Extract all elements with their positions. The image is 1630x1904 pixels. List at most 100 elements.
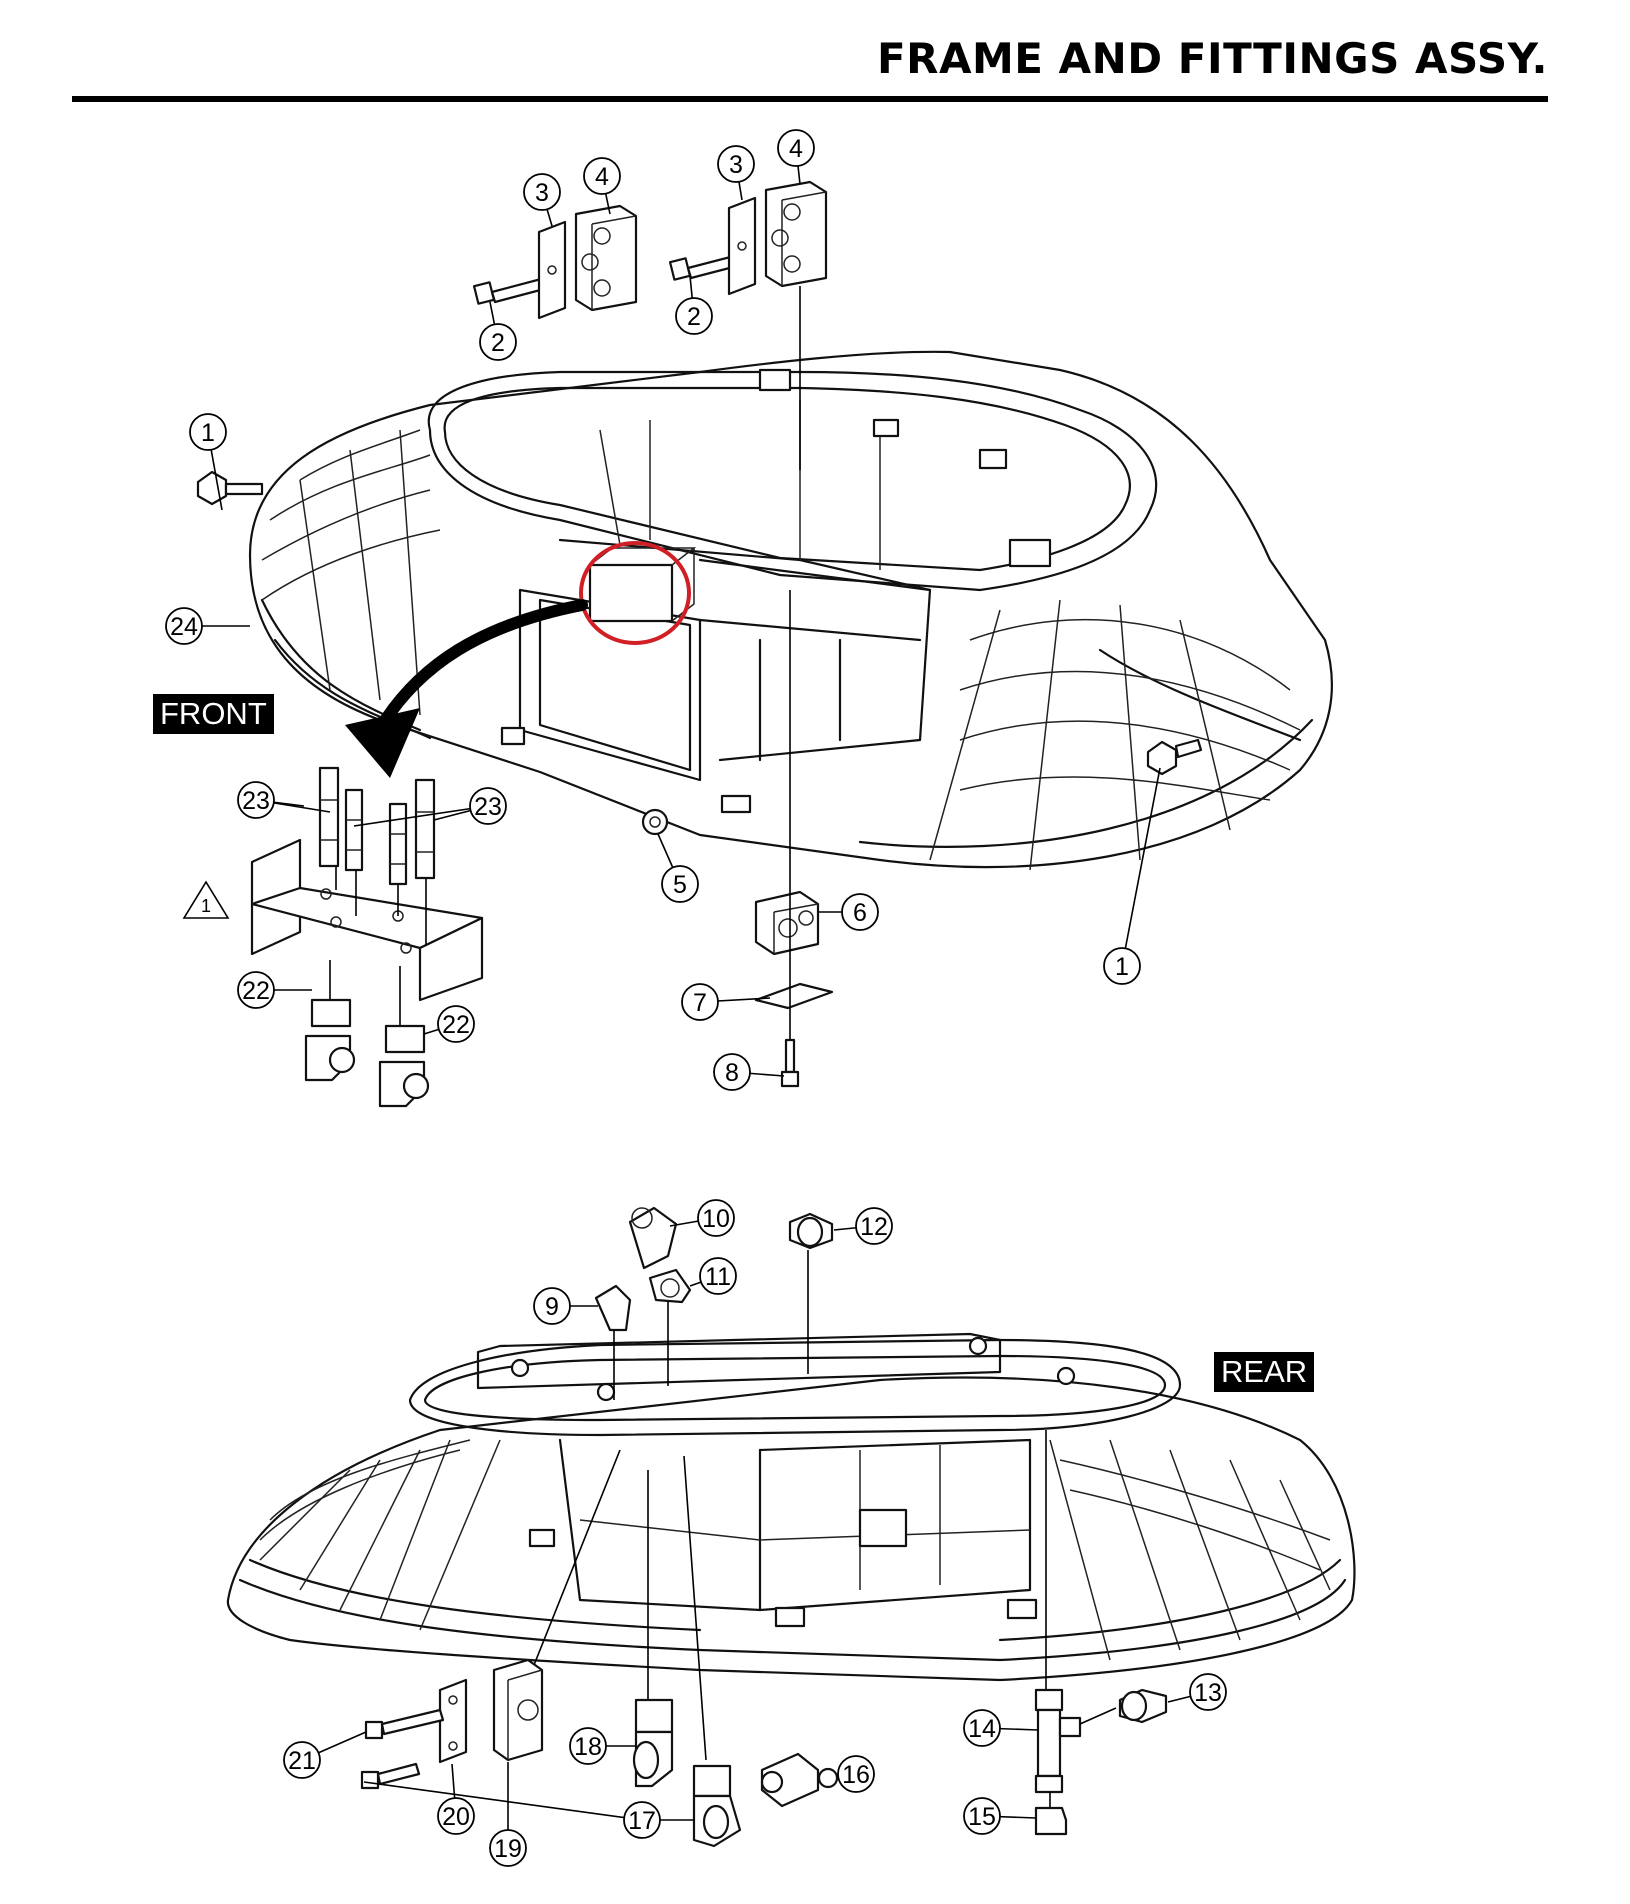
callout-9: 9 xyxy=(533,1287,598,1325)
callout-20: 20 xyxy=(437,1763,475,1835)
fitting-13 xyxy=(1118,1688,1168,1724)
callout-bubble xyxy=(837,1755,875,1793)
frame-rear-view xyxy=(226,1332,1356,1682)
block-4-right xyxy=(764,180,828,288)
fitting-12 xyxy=(788,1212,834,1250)
callout-number: 7 xyxy=(693,989,707,1017)
block-4-left xyxy=(574,204,638,312)
bolts-21 xyxy=(360,1708,445,1790)
callouts: 1122334456789101112131415161718192021222… xyxy=(165,129,1227,1867)
callout-number: 8 xyxy=(725,1059,739,1087)
callout-1: 1 xyxy=(189,413,227,511)
callout-bubble xyxy=(841,893,879,931)
callout-number: 4 xyxy=(595,163,609,191)
callout-bubble xyxy=(963,1709,1001,1747)
callout-3: 3 xyxy=(523,173,561,227)
callout-leader xyxy=(353,805,489,827)
front-label: FRONT xyxy=(153,694,274,734)
callout-19: 19 xyxy=(489,1762,527,1867)
callout-number: 16 xyxy=(842,1761,870,1789)
warning-triangle-icon: 1 xyxy=(182,880,230,919)
callout-bubble xyxy=(189,413,227,451)
callout-number: 17 xyxy=(628,1807,656,1835)
callout-4: 4 xyxy=(777,129,815,185)
bolt-1-right xyxy=(1146,738,1203,776)
callout-number: 3 xyxy=(729,151,743,179)
callout-5: 5 xyxy=(657,833,699,903)
nut-15 xyxy=(1034,1806,1068,1836)
callout-number: 24 xyxy=(170,613,198,641)
callout-7: 7 xyxy=(681,983,771,1021)
plate-20 xyxy=(438,1678,468,1764)
callout-number: 18 xyxy=(574,1733,602,1761)
callout-number: 22 xyxy=(442,1011,470,1039)
elbow-18 xyxy=(632,1698,674,1788)
plate-3-right xyxy=(727,196,757,296)
elbow-22-right xyxy=(378,1024,430,1108)
callout-1: 1 xyxy=(1103,767,1161,985)
callout-10: 10 xyxy=(669,1199,735,1237)
bolt-8 xyxy=(780,1038,800,1088)
callout-bubble xyxy=(469,787,507,825)
callout-23: 23 xyxy=(353,787,507,827)
callout-number: 21 xyxy=(288,1747,316,1775)
callout-12: 12 xyxy=(833,1207,893,1245)
callout-3: 3 xyxy=(717,145,755,201)
callout-number: 6 xyxy=(853,899,867,927)
warning-triangle-text: 1 xyxy=(201,896,211,916)
tee-16 xyxy=(760,1752,839,1808)
callout-bubble xyxy=(713,1053,751,1091)
front-arrow xyxy=(376,599,588,731)
callout-bubble xyxy=(533,1287,571,1325)
callout-number: 4 xyxy=(789,135,803,163)
callout-bubble xyxy=(1103,947,1141,985)
elbow-9 xyxy=(594,1284,632,1332)
elbow-22-left xyxy=(304,998,356,1082)
front-arrow-head xyxy=(345,708,420,778)
callout-22: 22 xyxy=(423,1005,475,1043)
callout-number: 5 xyxy=(673,871,687,899)
callout-bubble xyxy=(237,971,275,1009)
tee-14 xyxy=(1034,1688,1082,1794)
page-title: FRAME AND FITTINGS ASSY. xyxy=(876,34,1548,83)
callout-14: 14 xyxy=(963,1709,1039,1747)
callout-number: 13 xyxy=(1194,1679,1222,1707)
callout-bubble xyxy=(479,323,517,361)
callout-number: 1 xyxy=(1115,953,1129,981)
callout-number: 3 xyxy=(535,179,549,207)
callout-number: 2 xyxy=(687,303,701,331)
bolt-2-left xyxy=(472,276,550,305)
title-rule xyxy=(72,96,1548,102)
callout-number: 9 xyxy=(545,1293,559,1321)
callout-23: 23 xyxy=(237,781,331,819)
callout-17: 17 xyxy=(363,1781,694,1839)
callout-leader xyxy=(1121,767,1161,967)
callout-bubble xyxy=(681,983,719,1021)
callout-4: 4 xyxy=(583,157,621,215)
callout-bubble xyxy=(569,1727,607,1765)
plate-3-left xyxy=(537,220,567,320)
callout-number: 23 xyxy=(242,787,270,815)
callout-leader xyxy=(363,1781,643,1821)
callout-number: 1 xyxy=(201,419,215,447)
bolt-1-left xyxy=(196,470,264,506)
callout-6: 6 xyxy=(818,893,879,931)
callout-bubble xyxy=(661,865,699,903)
callout-bubble xyxy=(697,1199,735,1237)
callout-number: 22 xyxy=(242,977,270,1005)
callout-bubble xyxy=(165,607,203,645)
highlight-circle xyxy=(579,541,691,645)
callout-bubble xyxy=(1189,1673,1227,1711)
callout-number: 20 xyxy=(442,1803,470,1831)
callout-16: 16 xyxy=(837,1755,875,1793)
callout-24: 24 xyxy=(165,607,250,645)
callout-15: 15 xyxy=(963,1797,1037,1835)
callout-2: 2 xyxy=(675,275,713,335)
callout-13: 13 xyxy=(1167,1673,1227,1711)
check-valves-23 xyxy=(318,766,436,886)
callout-bubble xyxy=(963,1797,1001,1835)
callout-bubble xyxy=(583,157,621,195)
callout-8: 8 xyxy=(713,1053,785,1091)
callout-number: 23 xyxy=(474,793,502,821)
